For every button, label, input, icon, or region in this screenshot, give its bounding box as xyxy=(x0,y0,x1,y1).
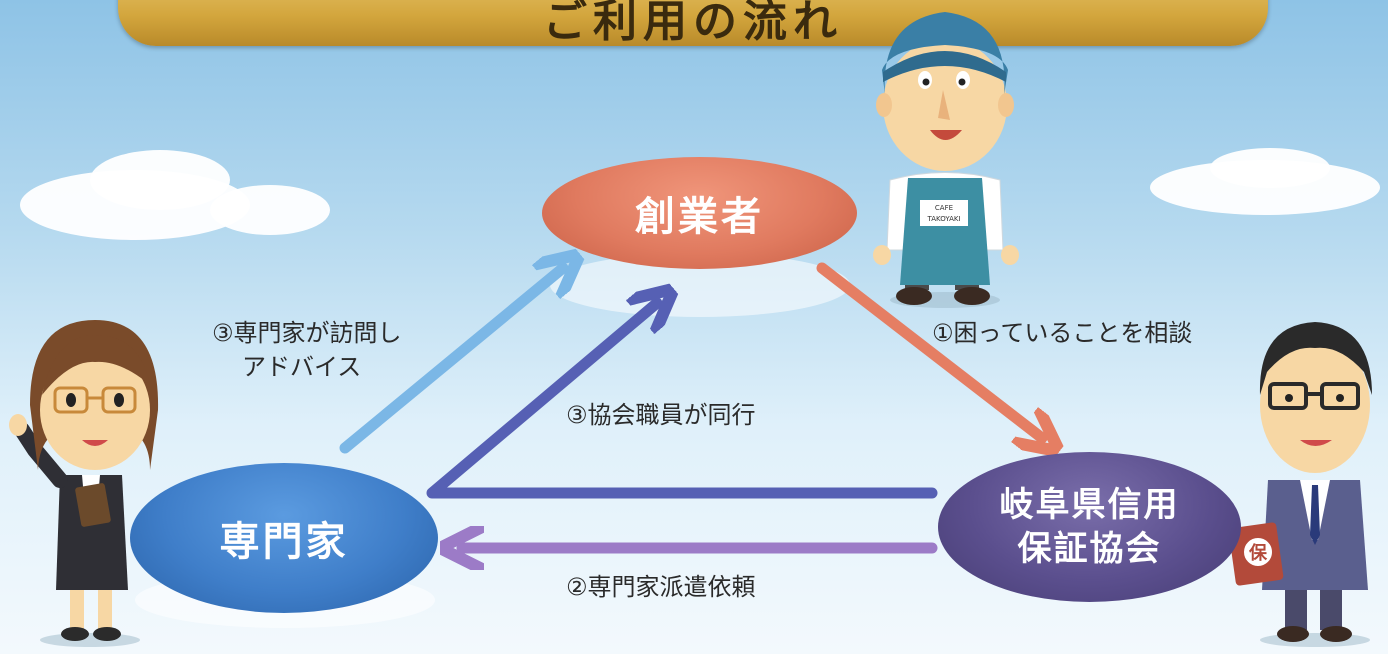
node-founder-label: 創業者 xyxy=(635,194,764,240)
step-expert-visit-line2: アドバイス xyxy=(242,353,362,381)
cloud-right-puff xyxy=(1210,148,1330,188)
node-founder: 創業者 xyxy=(542,157,857,269)
step-staff-accompany: ③協会職員が同行 xyxy=(566,401,756,429)
step-consult: ①困っていることを相談 xyxy=(932,319,1193,347)
arrow-expert-visit xyxy=(339,268,563,454)
association-character: 保 xyxy=(1228,322,1372,647)
node-association-line1: 岐阜県信用 xyxy=(999,485,1180,525)
cloud-left-puff xyxy=(90,150,230,210)
apron-text-line2: TAKOYAKI xyxy=(926,215,960,223)
apron-text-line1: CAFE xyxy=(935,204,953,212)
node-expert: 専門家 xyxy=(130,463,438,613)
cloud-left-2 xyxy=(210,185,330,235)
founder-shadow xyxy=(550,253,850,317)
node-association-line2: 保証協会 xyxy=(1017,529,1162,569)
step-dispatch-request: ②専門家派遣依頼 xyxy=(566,573,756,601)
step-expert-visit: ③専門家が訪問し アドバイス xyxy=(212,316,402,384)
arrow-consult xyxy=(816,262,1042,438)
page-title: ご利用の流れ xyxy=(543,0,843,47)
node-expert-label: 専門家 xyxy=(219,519,349,565)
title-banner: ご利用の流れ xyxy=(118,0,1268,46)
book-mark-text: 保 xyxy=(1248,542,1268,564)
step-expert-visit-line1: ③専門家が訪問し xyxy=(212,319,402,347)
node-association: 岐阜県信用 保証協会 xyxy=(938,452,1241,602)
arrow-staff-accompany xyxy=(426,303,938,499)
founder-character: CAFE TAKOYAKI xyxy=(873,12,1019,308)
expert-character xyxy=(9,320,159,647)
